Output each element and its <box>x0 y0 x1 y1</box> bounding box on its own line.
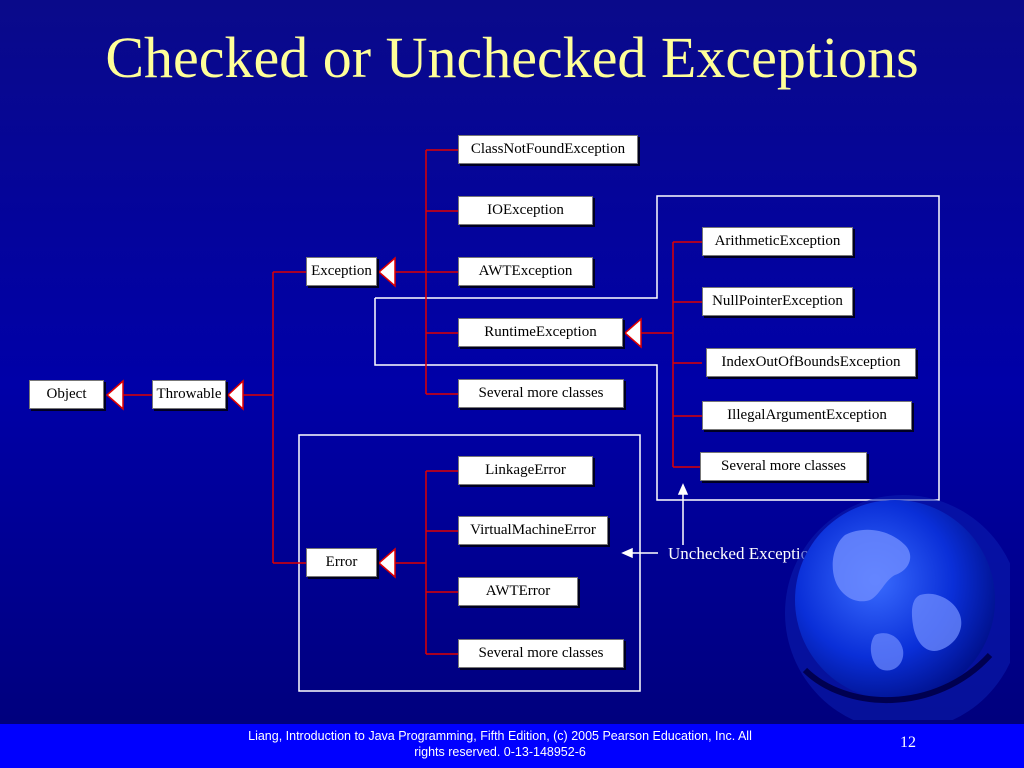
node-exception: Exception <box>306 257 377 286</box>
node-runtime-several-more: Several more classes <box>700 452 867 481</box>
globe-icon <box>785 495 1010 720</box>
node-awt-exception: AWTException <box>458 257 593 286</box>
footer-bar: Liang, Introduction to Java Programming,… <box>0 724 1024 768</box>
node-runtime-exception: RuntimeException <box>458 318 623 347</box>
node-error-several-more: Several more classes <box>458 639 624 668</box>
node-index-out-of-bounds-exception: IndexOutOfBoundsException <box>706 348 916 377</box>
node-io-exception: IOException <box>458 196 593 225</box>
node-error: Error <box>306 548 377 577</box>
node-object: Object <box>29 380 104 409</box>
node-linkage-error: LinkageError <box>458 456 593 485</box>
inheritance-connectors <box>105 149 702 655</box>
node-arithmetic-exception: ArithmeticException <box>702 227 853 256</box>
annotation-arrows <box>621 483 689 559</box>
node-throwable: Throwable <box>152 380 226 409</box>
node-exception-several-more: Several more classes <box>458 379 624 408</box>
footer-line-2: rights reserved. 0-13-148952-6 <box>414 745 586 759</box>
node-illegal-argument-exception: IllegalArgumentException <box>702 401 912 430</box>
footer-copyright: Liang, Introduction to Java Programming,… <box>200 728 800 760</box>
node-class-not-found-exception: ClassNotFoundException <box>458 135 638 164</box>
node-virtual-machine-error: VirtualMachineError <box>458 516 608 545</box>
slide-title: Checked or Unchecked Exceptions <box>105 25 919 90</box>
page-number: 12 <box>900 734 916 751</box>
node-awt-error: AWTError <box>458 577 578 606</box>
footer-line-1: Liang, Introduction to Java Programming,… <box>248 729 752 743</box>
unchecked-exceptions-label: Unchecked Exceptions <box>668 544 825 563</box>
node-null-pointer-exception: NullPointerException <box>702 287 853 316</box>
